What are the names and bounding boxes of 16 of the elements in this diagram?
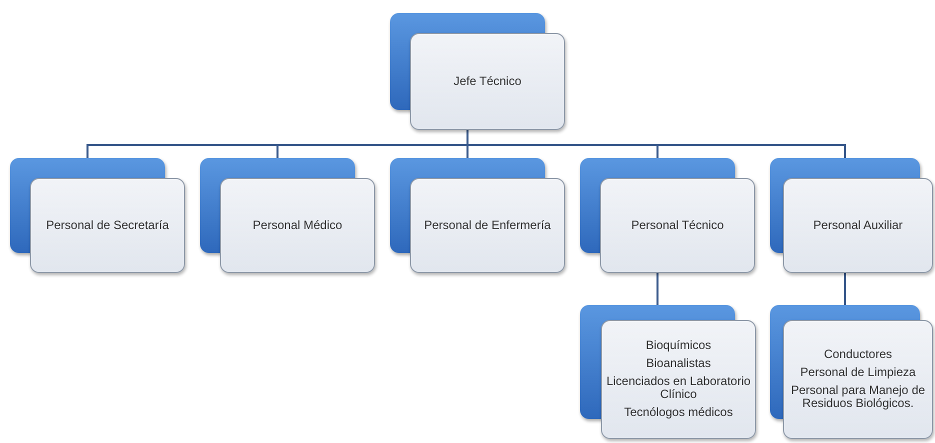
node-text: Personal para Manejo de Residuos Biológicos. — [790, 384, 926, 412]
node-text: Jefe Técnico — [454, 74, 522, 88]
node-text: Personal de Secretaría — [46, 218, 169, 232]
node-text: Bioquímicos — [646, 339, 712, 353]
node-text: Personal Auxiliar — [813, 218, 903, 232]
node-text: Tecnólogos médicos — [624, 406, 733, 420]
node-text: Personal Médico — [252, 218, 342, 232]
node-text: Licenciados en Laboratorio Clínico — [606, 374, 751, 402]
connector-line — [466, 130, 846, 158]
connector-line — [656, 273, 658, 305]
node-text: Personal de Limpieza — [800, 366, 916, 380]
node-text: Conductores — [824, 348, 892, 362]
node-text: Bioanalistas — [646, 356, 711, 371]
node-text: Personal Técnico — [631, 218, 724, 232]
connector-line — [844, 273, 846, 305]
node-text: Personal de Enfermería — [424, 218, 551, 232]
